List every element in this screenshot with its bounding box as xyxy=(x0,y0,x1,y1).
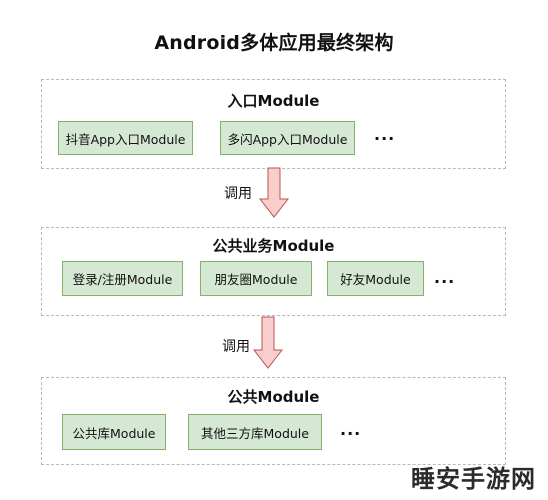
down-arrow-1 xyxy=(258,167,290,218)
layer-common: 公共Module 公共库Module 其他三方库Module ... xyxy=(41,377,506,465)
module-friends: 好友Module xyxy=(327,261,424,296)
module-douyin-entry: 抖音App入口Module xyxy=(58,121,193,155)
ellipsis: ... xyxy=(340,420,362,439)
module-login: 登录/注册Module xyxy=(62,261,183,296)
layer-title-business: 公共业务Module xyxy=(212,237,335,255)
module-duoshan-entry: 多闪App入口Module xyxy=(220,121,355,155)
ellipsis: ... xyxy=(434,268,456,287)
module-third-party-lib: 其他三方库Module xyxy=(188,414,322,450)
module-common-lib: 公共库Module xyxy=(62,414,166,450)
layer-title-entry: 入口Module xyxy=(227,92,320,110)
down-arrow-2 xyxy=(252,316,284,369)
arrow-label-call-1: 调用 xyxy=(224,186,252,202)
watermark-text: 睡安手游网 xyxy=(411,465,536,493)
module-moments: 朋友圈Module xyxy=(200,261,312,296)
diagram-title: Android多体应用最终架构 xyxy=(154,32,394,54)
layer-entry: 入口Module 抖音App入口Module 多闪App入口Module ... xyxy=(41,79,506,169)
layer-business: 公共业务Module 登录/注册Module 朋友圈Module 好友Modul… xyxy=(41,227,506,316)
layer-title-common: 公共Module xyxy=(227,388,320,406)
arrow-label-call-2: 调用 xyxy=(222,339,250,355)
ellipsis: ... xyxy=(374,125,396,144)
